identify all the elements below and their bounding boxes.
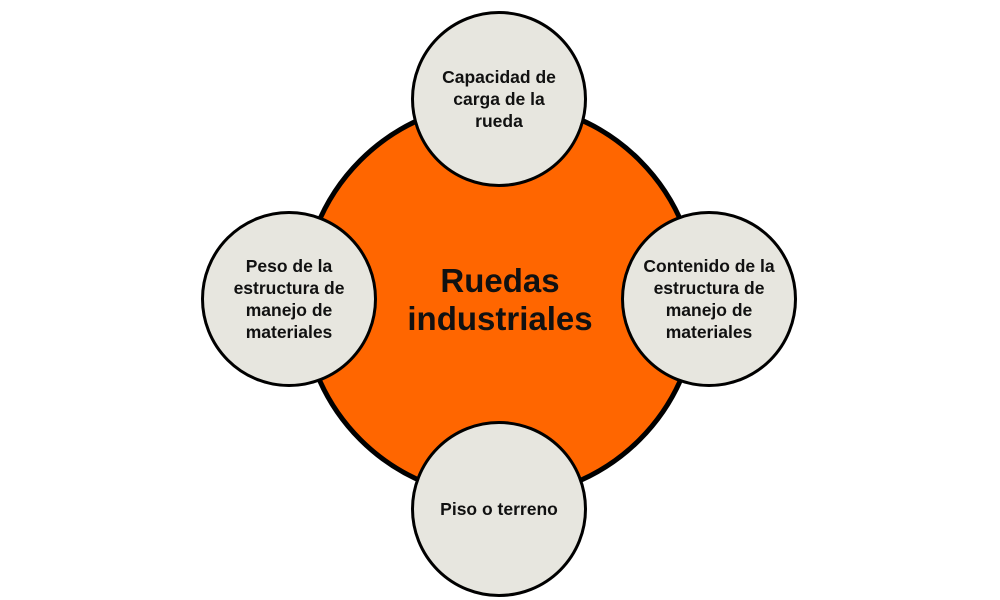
node-label: Capacidad de carga de la rueda — [442, 67, 556, 131]
node-right: Contenido de la estructura de manejo de … — [621, 211, 797, 387]
center-label: Ruedas industriales — [407, 262, 593, 337]
node-left: Peso de la estructura de manejo de mater… — [201, 211, 377, 387]
node-label: Contenido de la estructura de manejo de … — [643, 256, 775, 342]
node-top: Capacidad de carga de la rueda — [411, 11, 587, 187]
node-label: Piso o terreno — [440, 499, 558, 519]
node-bottom: Piso o terreno — [411, 421, 587, 597]
node-label: Peso de la estructura de manejo de mater… — [233, 256, 345, 342]
